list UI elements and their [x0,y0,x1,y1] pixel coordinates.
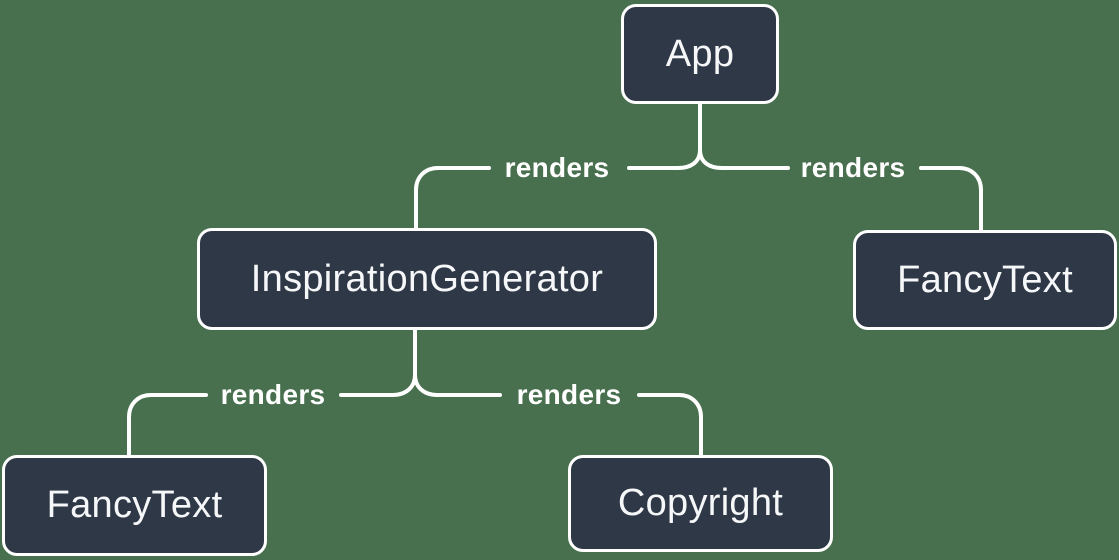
node-inspiration-generator-label: InspirationGenerator [250,257,604,300]
edge-inspirationgenerator-copyright-segment-left [413,328,502,397]
edge-app-fancytext-segment-right [919,166,983,232]
node-copyright: Copyright [568,455,833,552]
node-copyright-label: Copyright [617,482,784,524]
edge-inspirationgenerator-fancytext-segment-left [127,393,208,457]
node-app: App [621,4,779,104]
edge-app-inspirationgenerator-segment-left [414,166,491,230]
node-fancy-text-top-label: FancyText [897,258,1073,301]
edge-inspirationgenerator-copyright-segment-right [637,393,703,457]
node-inspiration-generator: InspirationGenerator [197,228,657,330]
edge-app-fancytext-segment-left [698,102,790,170]
node-fancy-text-bottom-label: FancyText [46,484,223,526]
edge-inspirationgenerator-fancytext-segment-right [339,328,417,397]
edge-label-app-fancytext: renders [800,152,906,183]
edge-label-app-inspirationgenerator: renders [504,152,610,183]
node-fancy-text-top: FancyText [853,230,1117,330]
edge-label-inspirationgenerator-copyright: renders [516,379,622,410]
node-fancy-text-bottom: FancyText [2,455,267,556]
edge-label-inspirationgenerator-fancytext: renders [220,379,326,410]
node-app-label: App [665,32,735,75]
edge-app-inspirationgenerator-segment-right [627,102,702,170]
